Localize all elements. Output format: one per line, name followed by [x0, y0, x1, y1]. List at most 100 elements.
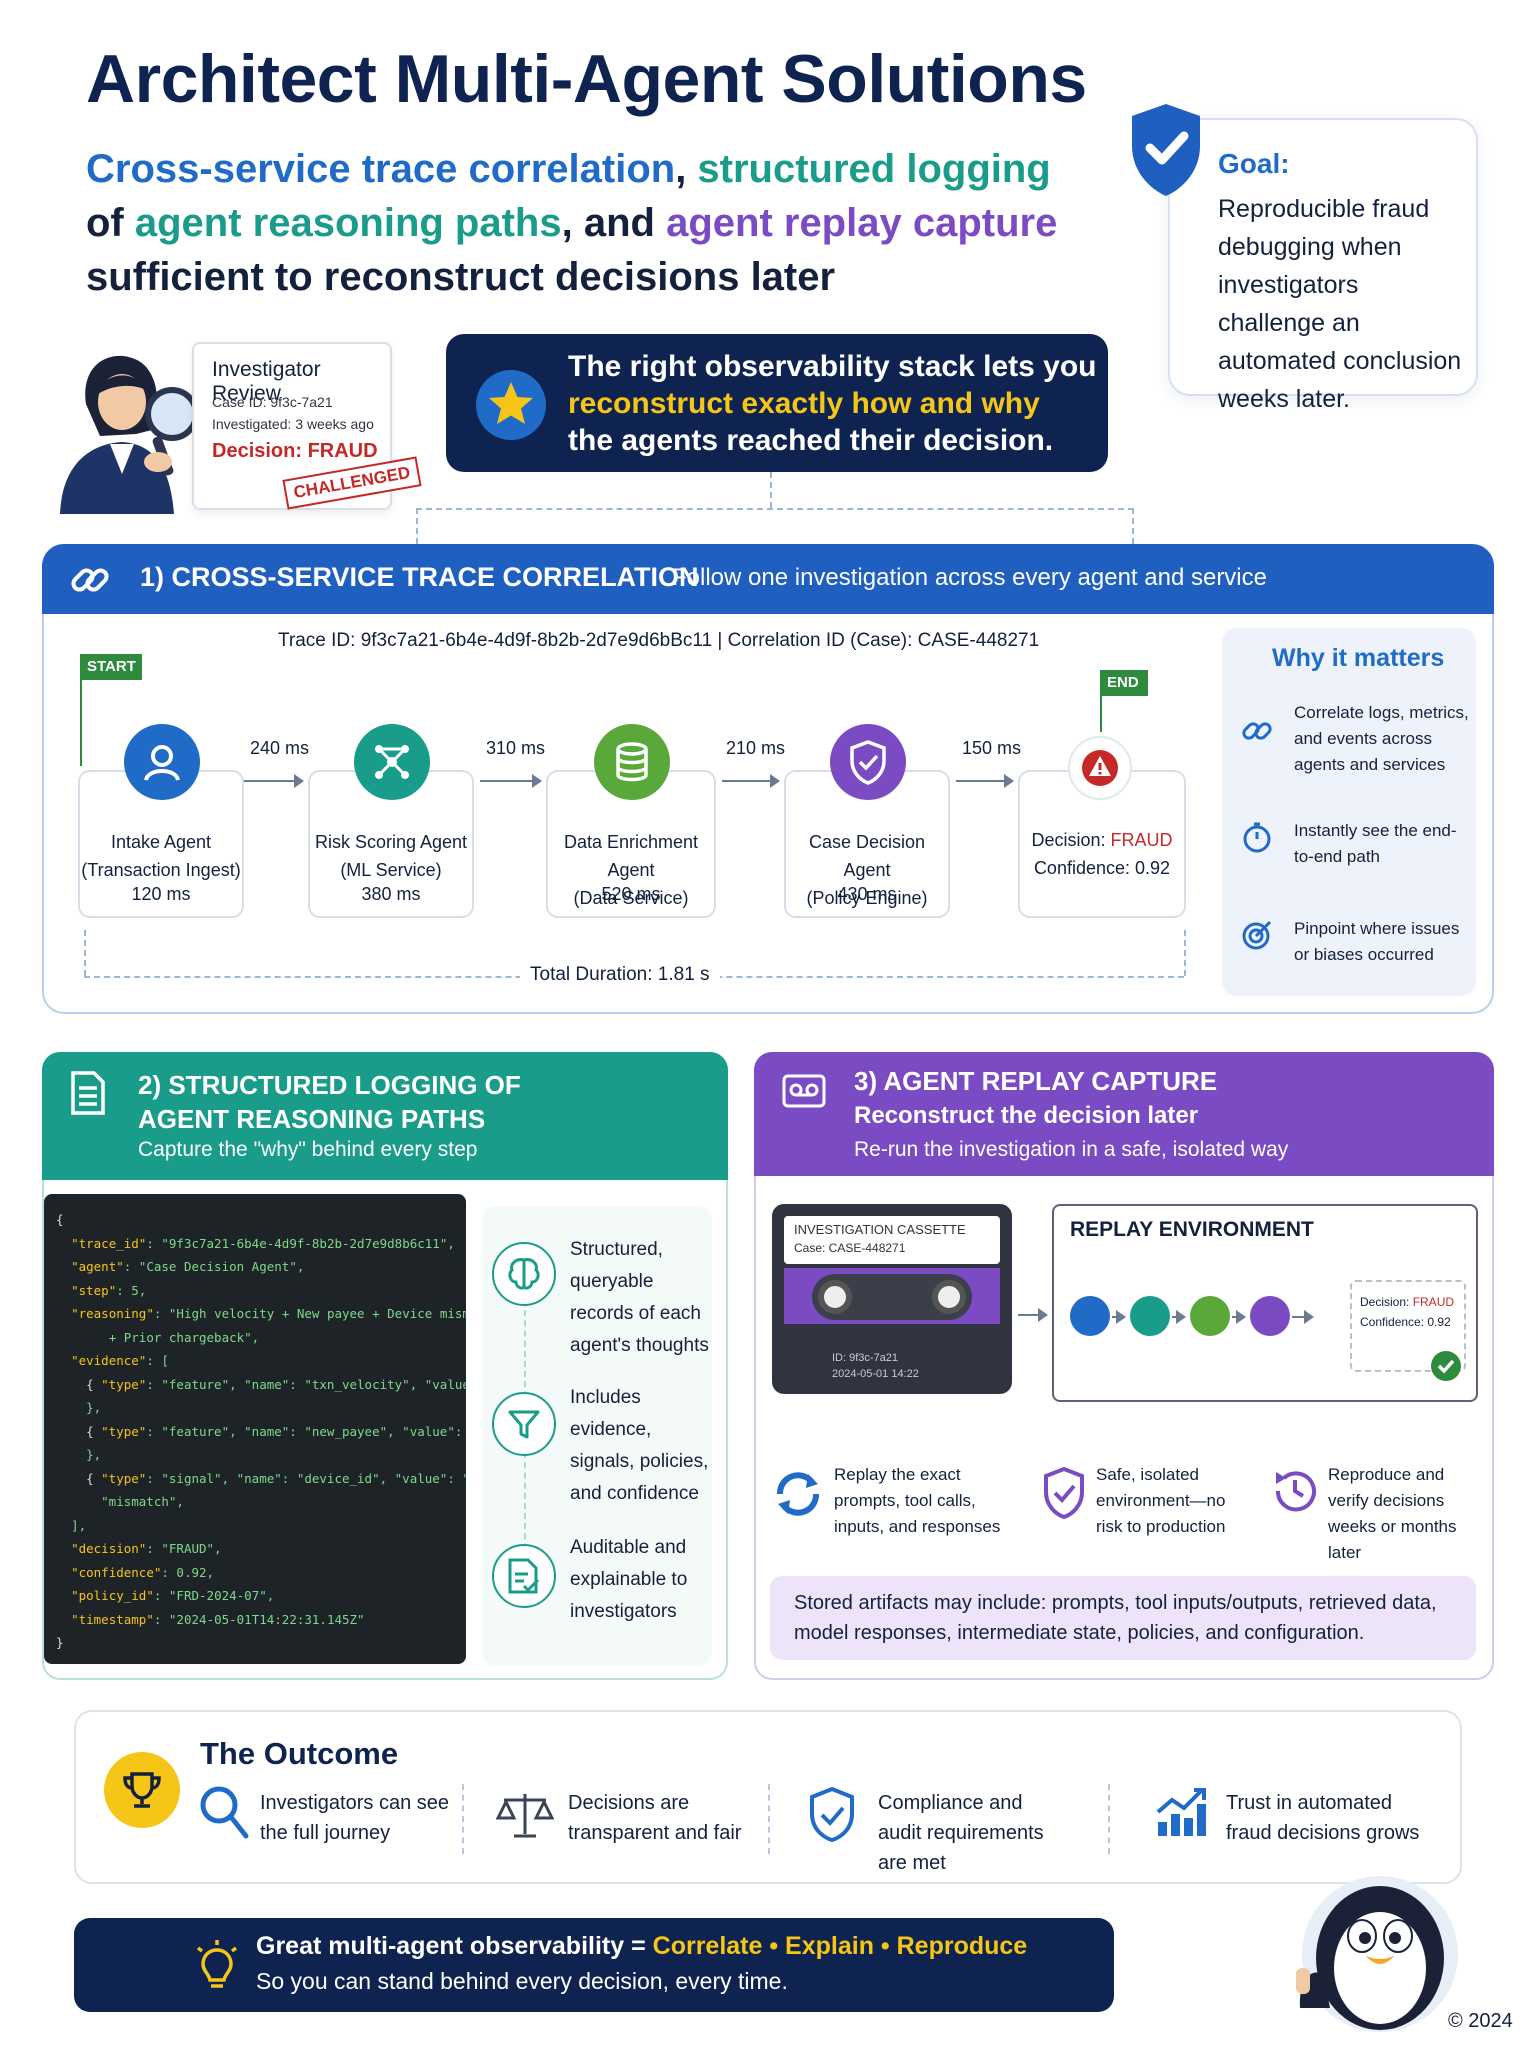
section2-title-line1: 2) STRUCTURED LOGGING OF — [138, 1070, 521, 1100]
intake-agent-card: Intake Agent(Transaction Ingest) 120 ms — [78, 770, 244, 918]
replay-feature-safe: Safe, isolated environment—no risk to pr… — [1096, 1465, 1226, 1536]
alert-icon — [1068, 736, 1132, 800]
page-title: Architect Multi-Agent Solutions — [86, 41, 1087, 117]
star-icon — [476, 370, 546, 440]
trace-correlation-header: 1) CROSS-SERVICE TRACE CORRELATION Follo… — [42, 544, 1494, 614]
section2-title: 2) STRUCTURED LOGGING OF AGENT REASONING … — [138, 1068, 521, 1136]
outcome-divider — [462, 1784, 464, 1854]
replay-feature-exact: Replay the exact prompts, tool calls, in… — [834, 1465, 1001, 1536]
latency-label: 210 ms — [726, 738, 786, 758]
code-line: "decision": "FRAUD", — [71, 1541, 222, 1556]
filter-icon — [492, 1392, 556, 1456]
code-line: { "type": "feature", "name": "new_payee"… — [56, 1423, 463, 1439]
code-line: "confidence": 0.92, — [71, 1564, 215, 1580]
target-icon — [1242, 920, 1272, 950]
end-flag: END — [1100, 670, 1148, 696]
replay-decision-value: FRAUD — [1412, 1295, 1455, 1309]
replay-data-node — [1190, 1296, 1230, 1336]
stored-artifacts-note: Stored artifacts may include: prompts, t… — [770, 1576, 1476, 1660]
logging-features-panel: Structured, queryable records of each ag… — [482, 1206, 712, 1666]
code-line: }, — [86, 1447, 102, 1462]
investigator-illustration — [60, 355, 199, 514]
stopwatch-icon — [1243, 822, 1271, 853]
review-investigated: Investigated: 3 weeks ago — [212, 416, 374, 432]
start-flag: START — [80, 654, 142, 680]
section3-subtitle: Reconstruct the decision later — [854, 1102, 1199, 1129]
banner-line1: The right observability stack lets you — [568, 350, 1097, 383]
replay-feature-verify: Reproduce and verify decisions weeks or … — [1328, 1465, 1457, 1562]
data-enrichment-agent-card: Data Enrichment Agent(Data Service) 520 … — [546, 770, 716, 918]
why-item-pinpoint: Pinpoint where issues or biases occurred — [1294, 919, 1460, 964]
agent-service: (ML Service) — [340, 860, 442, 880]
start-flag-pole — [80, 654, 82, 766]
cassette-case: Case: CASE-448271 — [794, 1241, 906, 1255]
code-line: "evidence": [ — [71, 1353, 169, 1368]
code-line: "timestamp": "2024-05-01T14:22:31.145Z" — [71, 1611, 365, 1627]
shield-check-icon — [810, 1786, 854, 1842]
flow-arrow — [480, 774, 542, 788]
why-item-correlate: Correlate logs, metrics, and events acro… — [1294, 703, 1469, 774]
connector-line — [770, 472, 772, 508]
audit-document-icon — [492, 1544, 556, 1608]
section1-subtitle: Follow one investigation across every ag… — [672, 564, 1267, 591]
investigation-cassette: INVESTIGATION CASSETTE Case: CASE-448271… — [772, 1204, 1012, 1394]
code-line: { — [56, 1212, 64, 1227]
review-decision: Decision: FRAUD — [212, 440, 378, 462]
outcome-divider — [1108, 1784, 1110, 1854]
code-line: "policy_id": "FRD-2024-07", — [71, 1588, 275, 1603]
cassette-reel — [818, 1280, 852, 1314]
section2-subtitle: Capture the "why" behind every step — [138, 1138, 478, 1161]
search-icon — [200, 1786, 249, 1839]
connector-line — [416, 508, 1134, 510]
subtitle-sep2: , and — [561, 201, 667, 245]
review-case-id: Case ID: 9f3c-7a21 — [212, 394, 333, 410]
brain-icon — [492, 1242, 556, 1306]
logging-feature-structured: Structured, queryable records of each ag… — [570, 1239, 709, 1356]
bracket-tick — [84, 930, 86, 976]
replay-confidence: Confidence: 0.92 — [1360, 1315, 1451, 1329]
summary-highlight: Correlate • Explain • Reproduce — [652, 1932, 1028, 1960]
code-line: + Prior chargeback", — [108, 1329, 260, 1345]
page-subtitle: Cross-service trace correlation, structu… — [86, 142, 1076, 304]
decision-value: FRAUD — [1110, 830, 1173, 850]
network-icon — [354, 724, 430, 800]
latency-label: 240 ms — [250, 738, 310, 758]
end-flag-pole — [1100, 670, 1102, 732]
replay-decision-box: Decision: FRAUD Confidence: 0.92 — [1350, 1280, 1466, 1372]
flow-arrow — [1018, 1308, 1048, 1322]
why-item-path: Instantly see the end-to-end path — [1294, 821, 1457, 866]
section1-title: 1) CROSS-SERVICE TRACE CORRELATION — [140, 562, 699, 592]
code-line: { "type": "signal", "name": "device_id",… — [56, 1470, 466, 1486]
flow-arrow — [722, 774, 780, 788]
shield-check-icon — [830, 724, 906, 800]
agent-replay-header: 3) AGENT REPLAY CAPTURE Reconstruct the … — [754, 1052, 1494, 1176]
code-line: { "type": "feature", "name": "txn_veloci… — [56, 1376, 466, 1392]
flow-arrow — [1232, 1310, 1246, 1324]
code-line: }, — [86, 1400, 102, 1415]
link-icon — [1242, 722, 1272, 740]
subtitle-reasoning: agent reasoning paths — [134, 201, 562, 245]
replay-decision-node — [1250, 1296, 1290, 1336]
outcome-compliance: Compliance and audit requirements are me… — [878, 1792, 1044, 1874]
penguin-mascot — [1296, 1876, 1458, 2032]
outcome-trust: Trust in automated fraud decisions grows — [1226, 1792, 1420, 1844]
section2-title-line2: AGENT REASONING PATHS — [138, 1104, 486, 1134]
subtitle-sep1: , — [675, 147, 698, 191]
summary-banner: Great multi-agent observability = Correl… — [74, 1918, 1114, 2012]
review-title: Investigator Review — [212, 358, 321, 405]
banner-line3: the agents reached their decision. — [568, 424, 1054, 457]
subtitle-logging: structured logging — [697, 147, 1051, 191]
agent-duration: 120 ms — [131, 884, 191, 904]
code-line: ], — [71, 1517, 87, 1533]
agent-label: Intake Agent(Transaction Ingest) — [80, 828, 242, 884]
check-circle-icon — [1431, 1351, 1461, 1381]
why-it-matters-panel: Why it matters Correlate logs, metrics, … — [1222, 628, 1476, 996]
outcome-divider — [768, 1784, 770, 1854]
replay-intake-node — [1070, 1296, 1110, 1336]
agent-name: Data Enrichment Agent — [563, 832, 699, 880]
goal-card: Goal: Reproducible fraud debugging when … — [1168, 118, 1478, 413]
summary-line1: Great multi-agent observability = Correl… — [256, 1932, 1027, 1961]
shield-check-icon — [1044, 1466, 1084, 1520]
flow-arrow — [1112, 1310, 1126, 1324]
